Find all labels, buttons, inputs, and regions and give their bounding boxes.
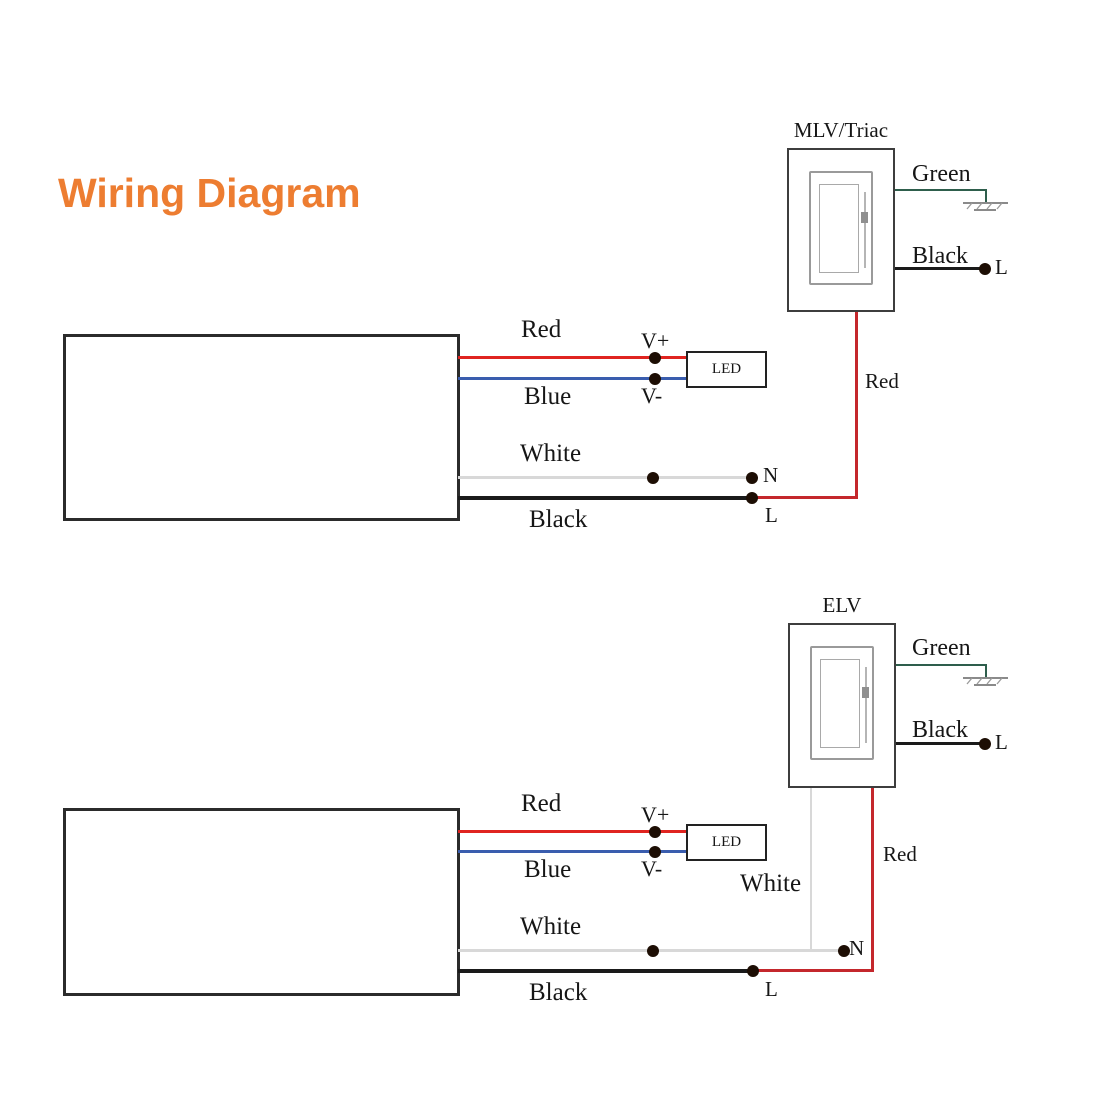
- dimmer-white-wire-label: White: [740, 870, 802, 897]
- white-junction-dot: [647, 945, 659, 957]
- vplus-junction-dot: [649, 352, 661, 364]
- red-wire-label: Red: [521, 316, 562, 343]
- dimmer-black-wire-label: Black: [912, 243, 968, 269]
- vminus-label: V-: [641, 856, 663, 881]
- led-label: LED: [711, 361, 742, 377]
- dimmer-paddle: [819, 184, 859, 273]
- green-wire: [896, 664, 987, 666]
- vminus-junction-dot: [649, 373, 661, 385]
- neutral-terminal-label: N: [763, 463, 779, 487]
- vplus-label: V+: [641, 802, 670, 827]
- black-wire-label: Black: [529, 506, 588, 533]
- ground-symbol-icon: [963, 677, 1008, 686]
- neutral-terminal-label: N: [849, 936, 865, 960]
- dimmer-black-wire-label: Black: [912, 717, 968, 743]
- blue-wire-label: Blue: [524, 856, 572, 883]
- dimmer-box: [787, 148, 895, 312]
- driver-box: [63, 334, 460, 521]
- black-wire: [458, 969, 756, 973]
- dimmer-red-wire-label: Red: [883, 842, 917, 866]
- white-wire: [458, 476, 754, 479]
- line-terminal-dot: [747, 965, 759, 977]
- vminus-junction-dot: [649, 846, 661, 858]
- neutral-terminal-dot: [838, 945, 850, 957]
- green-wire: [895, 189, 987, 191]
- line-terminal-label: L: [765, 503, 778, 527]
- dimmer-line-terminal-label: L: [995, 255, 1008, 279]
- red-wire: [458, 830, 688, 833]
- red-wire: [458, 356, 688, 359]
- dimmer-white-wire-vertical: [810, 788, 812, 951]
- green-wire-label: Green: [912, 635, 971, 661]
- dimmer-line-terminal-label: L: [995, 730, 1008, 754]
- green-wire-stub: [985, 664, 987, 679]
- blue-wire-label: Blue: [524, 383, 572, 410]
- dimmer-slider-handle: [861, 212, 868, 223]
- dimmer-red-wire-label: Red: [865, 369, 899, 393]
- green-wire-label: Green: [912, 161, 971, 187]
- dimmer-red-wire-horizontal: [753, 969, 874, 972]
- page-title: Wiring Diagram: [58, 170, 361, 216]
- white-wire-label: White: [520, 440, 582, 467]
- blue-wire: [458, 850, 688, 853]
- vplus-junction-dot: [649, 826, 661, 838]
- led-box: LED: [686, 824, 767, 861]
- dimmer-black-wire: [895, 267, 985, 270]
- blue-wire: [458, 377, 688, 380]
- dimmer-black-wire: [896, 742, 985, 745]
- white-junction-dot: [647, 472, 659, 484]
- ground-symbol-icon: [963, 202, 1008, 211]
- dimmer-line-dot: [979, 263, 991, 275]
- black-wire: [458, 496, 756, 500]
- black-wire-label: Black: [529, 979, 588, 1006]
- dimmer-slider-track: [865, 667, 867, 743]
- led-label: LED: [711, 834, 742, 850]
- dimmer-red-wire-vertical: [871, 788, 874, 972]
- green-wire-stub: [985, 189, 987, 204]
- dimmer-label: ELV: [822, 593, 862, 617]
- red-wire-label: Red: [521, 790, 562, 817]
- line-terminal-label: L: [765, 977, 778, 1001]
- dimmer-paddle: [820, 659, 860, 748]
- line-terminal-dot: [746, 492, 758, 504]
- dimmer-label: MLV/Triac: [793, 118, 889, 142]
- dimmer-box: [788, 623, 896, 788]
- led-box: LED: [686, 351, 767, 388]
- neutral-terminal-dot: [746, 472, 758, 484]
- vplus-label: V+: [641, 328, 670, 353]
- dimmer-red-wire-horizontal: [753, 496, 858, 499]
- dimmer-slider-handle: [862, 687, 869, 698]
- driver-box: [63, 808, 460, 996]
- dimmer-line-dot: [979, 738, 991, 750]
- white-wire-label: White: [520, 913, 582, 940]
- dimmer-red-wire-vertical: [855, 312, 858, 499]
- dimmer-slider-track: [864, 192, 866, 268]
- vminus-label: V-: [641, 383, 663, 408]
